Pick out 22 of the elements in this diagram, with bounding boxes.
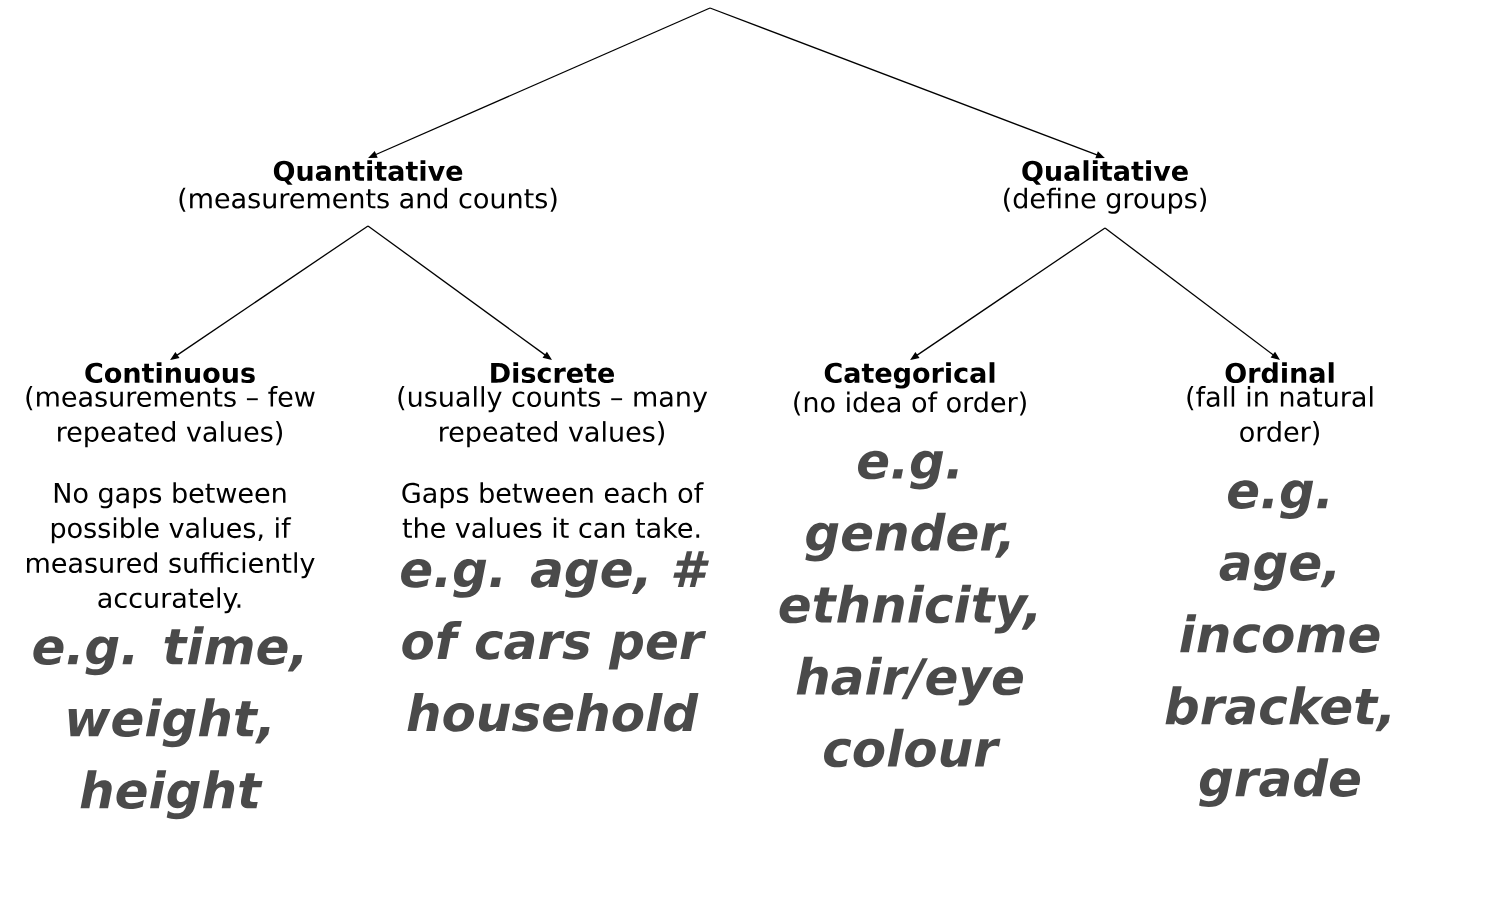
category-note: (no idea of order): [794, 391, 1026, 416]
category-note: (measurements and counts): [179, 187, 557, 212]
category-heading: Continuous: [85, 362, 255, 384]
arrow: [1104, 227, 1280, 360]
category-note: (define groups): [1004, 187, 1206, 214]
category-heading: Quantitative: [273, 160, 463, 185]
handwritten-examples: e.g. time, weight, height: [33, 626, 303, 820]
category-heading: Discrete: [491, 362, 614, 384]
category-note: (measurements – few repeated values): [26, 386, 315, 448]
category-heading: Ordinal: [1225, 362, 1334, 384]
description-text: Gaps between each of the values it can take.: [402, 482, 704, 539]
category-note: (fall in natural order): [1187, 386, 1373, 446]
category-heading: Qualitative: [1022, 160, 1188, 185]
handwritten-examples: e.g. age, # of cars per household: [401, 551, 709, 732]
handwritten-examples: e.g. age, income bracket, grade: [1165, 480, 1390, 807]
arrow: [910, 227, 1106, 360]
arrow: [170, 225, 369, 360]
category-heading: Categorical: [824, 362, 995, 389]
arrow: [367, 225, 552, 360]
handwritten-examples: e.g. gender, ethnicity, hair/eye colour: [779, 450, 1037, 768]
description-text: No gaps between possible values, if measured sufficiently accurately.: [27, 482, 315, 614]
category-note: (usually counts – many repeated values): [398, 386, 708, 448]
